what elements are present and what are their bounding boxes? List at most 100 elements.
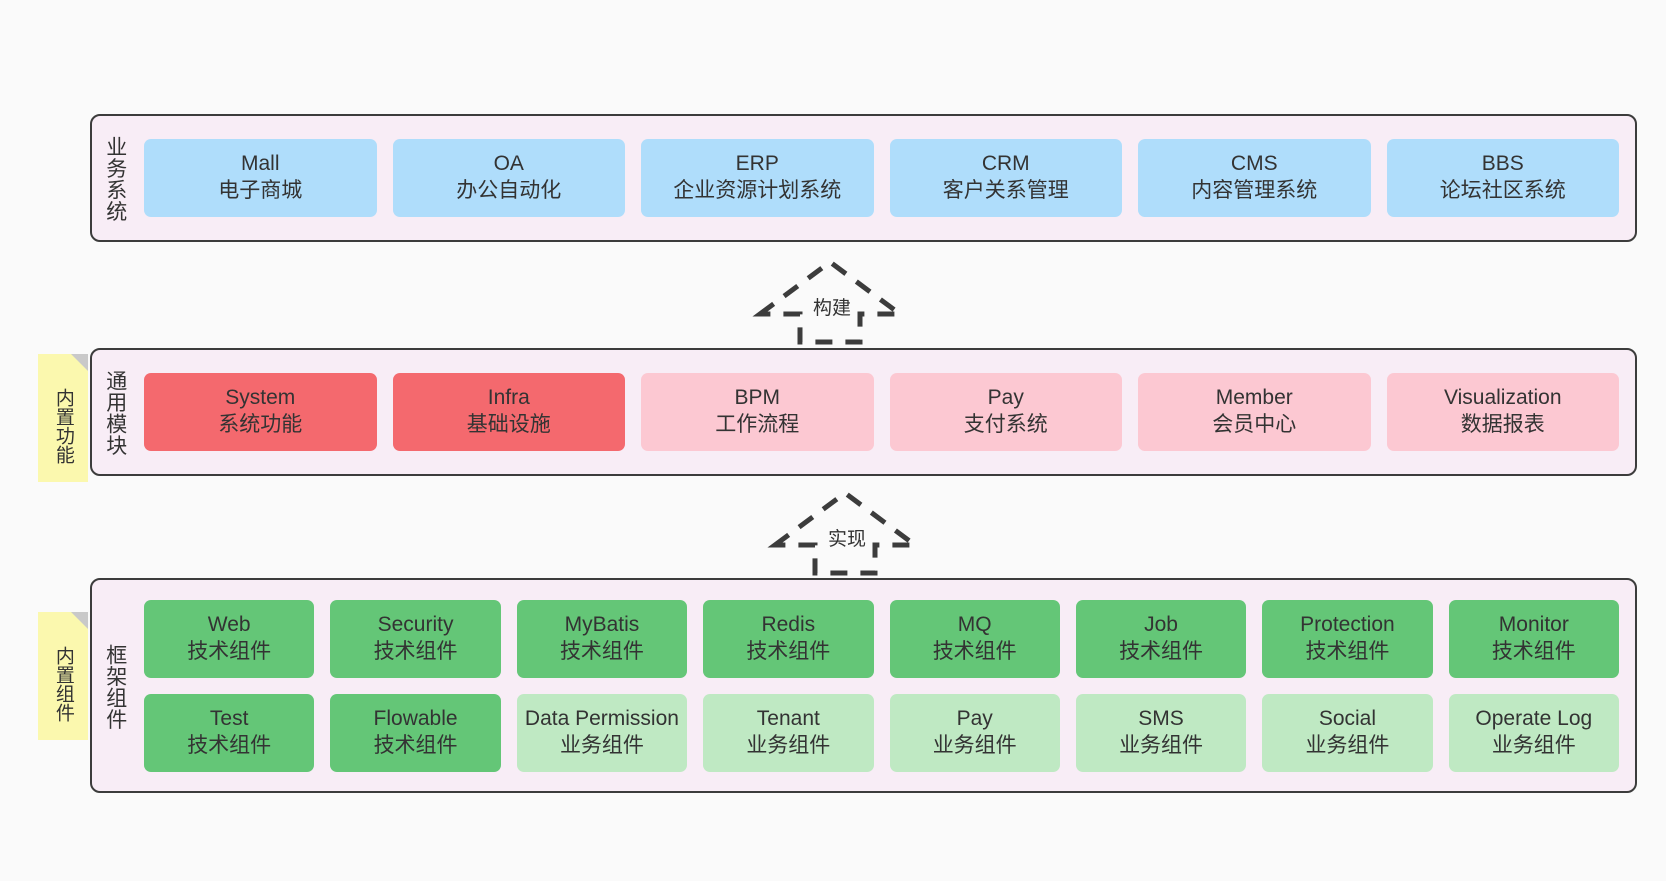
- card-crm-name: CRM: [981, 152, 1030, 176]
- card-web-desc: 技术组件: [187, 639, 272, 663]
- card-pay-component[interactable]: Pay 业务组件: [889, 693, 1060, 772]
- card-mybatis[interactable]: MyBatis 技术组件: [516, 599, 688, 678]
- card-sms-name: SMS: [1138, 706, 1184, 730]
- card-monitor[interactable]: Monitor 技术组件: [1448, 599, 1619, 678]
- card-erp[interactable]: ERP 企业资源计划系统: [641, 139, 874, 217]
- card-mq-desc: 技术组件: [932, 639, 1017, 663]
- layer-common-modules-title: 通用模块: [103, 370, 127, 456]
- card-protection[interactable]: Protection 技术组件: [1262, 599, 1433, 678]
- card-job-desc: 技术组件: [1119, 639, 1204, 663]
- card-mall-desc: 电子商城: [218, 179, 303, 202]
- card-system-desc: 系统功能: [218, 413, 303, 436]
- card-oa-name: OA: [493, 152, 524, 176]
- card-security[interactable]: Security 技术组件: [330, 599, 501, 678]
- card-operate-log[interactable]: Operate Log 业务组件: [1448, 693, 1619, 772]
- card-tenant-desc: 业务组件: [746, 733, 831, 757]
- business-card-row: Mall 电子商城 OA 办公自动化 ERP 企业资源计划系统 CRM 客户关系…: [144, 139, 1619, 217]
- modules-card-row: System 系统功能 Infra 基础设施 BPM 工作流程 Pay 支付系统…: [144, 373, 1619, 451]
- layer-business-systems-body: Mall 电子商城 OA 办公自动化 ERP 企业资源计划系统 CRM 客户关系…: [138, 116, 1635, 240]
- card-security-desc: 技术组件: [373, 639, 458, 663]
- card-sms[interactable]: SMS 业务组件: [1075, 693, 1247, 772]
- layer-business-systems: 业务系统 Mall 电子商城 OA 办公自动化 ERP 企业资源计划系统 CRM…: [90, 114, 1637, 242]
- card-data-permission-desc: 业务组件: [559, 733, 644, 757]
- card-member-desc: 会员中心: [1212, 413, 1297, 436]
- framework-card-grid: Web 技术组件 Security 技术组件 MyBatis 技术组件 Redi…: [144, 599, 1619, 772]
- card-bpm-desc: 工作流程: [715, 413, 800, 436]
- card-member-name: Member: [1215, 386, 1293, 410]
- card-system[interactable]: System 系统功能: [144, 373, 377, 451]
- card-visualization[interactable]: Visualization 数据报表: [1386, 373, 1619, 451]
- card-pay-component-desc: 业务组件: [932, 733, 1017, 757]
- arrow-build: 构建: [752, 256, 908, 346]
- card-flowable-desc: 技术组件: [373, 733, 458, 757]
- note-builtin-component: 内置组件: [38, 612, 88, 740]
- card-cms-desc: 内容管理系统: [1191, 179, 1318, 202]
- card-oa[interactable]: OA 办公自动化: [392, 139, 625, 217]
- arrow-implement: 实现: [767, 487, 923, 577]
- layer-common-modules: 通用模块 System 系统功能 Infra 基础设施 BPM 工作流程 Pay…: [90, 348, 1637, 476]
- card-mq[interactable]: MQ 技术组件: [889, 599, 1060, 678]
- card-mall[interactable]: Mall 电子商城: [144, 139, 377, 217]
- card-erp-name: ERP: [735, 152, 779, 176]
- layer-common-modules-body: System 系统功能 Infra 基础设施 BPM 工作流程 Pay 支付系统…: [138, 350, 1635, 474]
- card-redis[interactable]: Redis 技术组件: [703, 599, 874, 678]
- card-pay-module[interactable]: Pay 支付系统: [889, 373, 1122, 451]
- card-test[interactable]: Test 技术组件: [144, 693, 315, 772]
- card-social[interactable]: Social 业务组件: [1262, 693, 1433, 772]
- card-web[interactable]: Web 技术组件: [144, 599, 315, 678]
- card-protection-desc: 技术组件: [1305, 639, 1390, 663]
- card-test-desc: 技术组件: [187, 733, 272, 757]
- card-system-name: System: [225, 386, 296, 410]
- card-crm[interactable]: CRM 客户关系管理: [889, 139, 1122, 217]
- card-job[interactable]: Job 技术组件: [1075, 599, 1247, 678]
- card-visualization-name: Visualization: [1443, 386, 1562, 410]
- card-web-name: Web: [207, 612, 251, 636]
- card-cms-name: CMS: [1230, 152, 1278, 176]
- card-flowable[interactable]: Flowable 技术组件: [330, 693, 501, 772]
- card-redis-desc: 技术组件: [746, 639, 831, 663]
- card-mq-name: MQ: [957, 612, 992, 636]
- card-infra-name: Infra: [487, 386, 530, 410]
- card-bpm[interactable]: BPM 工作流程: [641, 373, 874, 451]
- card-bbs[interactable]: BBS 论坛社区系统: [1386, 139, 1619, 217]
- card-oa-desc: 办公自动化: [456, 179, 562, 202]
- note-builtin-function-label: 内置功能: [52, 388, 74, 464]
- card-tenant-name: Tenant: [756, 706, 820, 730]
- card-cms[interactable]: CMS 内容管理系统: [1138, 139, 1371, 217]
- card-mybatis-name: MyBatis: [564, 612, 640, 636]
- card-protection-name: Protection: [1300, 612, 1395, 636]
- card-tenant[interactable]: Tenant 业务组件: [703, 693, 874, 772]
- note-builtin-component-label: 内置组件: [52, 646, 74, 722]
- card-flowable-name: Flowable: [373, 706, 458, 730]
- card-operate-log-name: Operate Log: [1475, 706, 1593, 730]
- card-member[interactable]: Member 会员中心: [1138, 373, 1371, 451]
- layer-framework-components: 框架组件 Web 技术组件 Security 技术组件 MyBatis 技术组件…: [90, 578, 1637, 793]
- layer-framework-components-title: 框架组件: [103, 643, 127, 730]
- card-pay-module-name: Pay: [987, 386, 1024, 410]
- card-bbs-desc: 论坛社区系统: [1439, 179, 1566, 202]
- layer-framework-components-body: Web 技术组件 Security 技术组件 MyBatis 技术组件 Redi…: [138, 580, 1635, 791]
- note-builtin-function: 内置功能: [38, 354, 88, 482]
- card-test-name: Test: [209, 706, 249, 730]
- card-data-permission[interactable]: Data Permission 业务组件: [516, 693, 688, 772]
- card-security-name: Security: [377, 612, 454, 636]
- card-crm-desc: 客户关系管理: [942, 179, 1069, 202]
- card-mall-name: Mall: [240, 152, 280, 176]
- card-bpm-name: BPM: [734, 386, 780, 410]
- card-infra[interactable]: Infra 基础设施: [392, 373, 625, 451]
- card-pay-module-desc: 支付系统: [963, 413, 1048, 436]
- card-job-name: Job: [1144, 612, 1178, 636]
- card-monitor-desc: 技术组件: [1491, 639, 1576, 663]
- card-social-desc: 业务组件: [1305, 733, 1390, 757]
- card-bbs-name: BBS: [1481, 152, 1524, 176]
- card-pay-component-name: Pay: [956, 706, 993, 730]
- framework-card-row-1: Web 技术组件 Security 技术组件 MyBatis 技术组件 Redi…: [144, 599, 1619, 678]
- card-visualization-desc: 数据报表: [1460, 413, 1545, 436]
- card-infra-desc: 基础设施: [466, 413, 551, 436]
- card-sms-desc: 业务组件: [1119, 733, 1204, 757]
- card-social-name: Social: [1318, 706, 1377, 730]
- framework-card-row-2: Test 技术组件 Flowable 技术组件 Data Permission …: [144, 693, 1619, 772]
- arrow-implement-label: 实现: [828, 529, 867, 550]
- card-data-permission-name: Data Permission: [524, 706, 679, 730]
- card-erp-desc: 企业资源计划系统: [673, 179, 842, 202]
